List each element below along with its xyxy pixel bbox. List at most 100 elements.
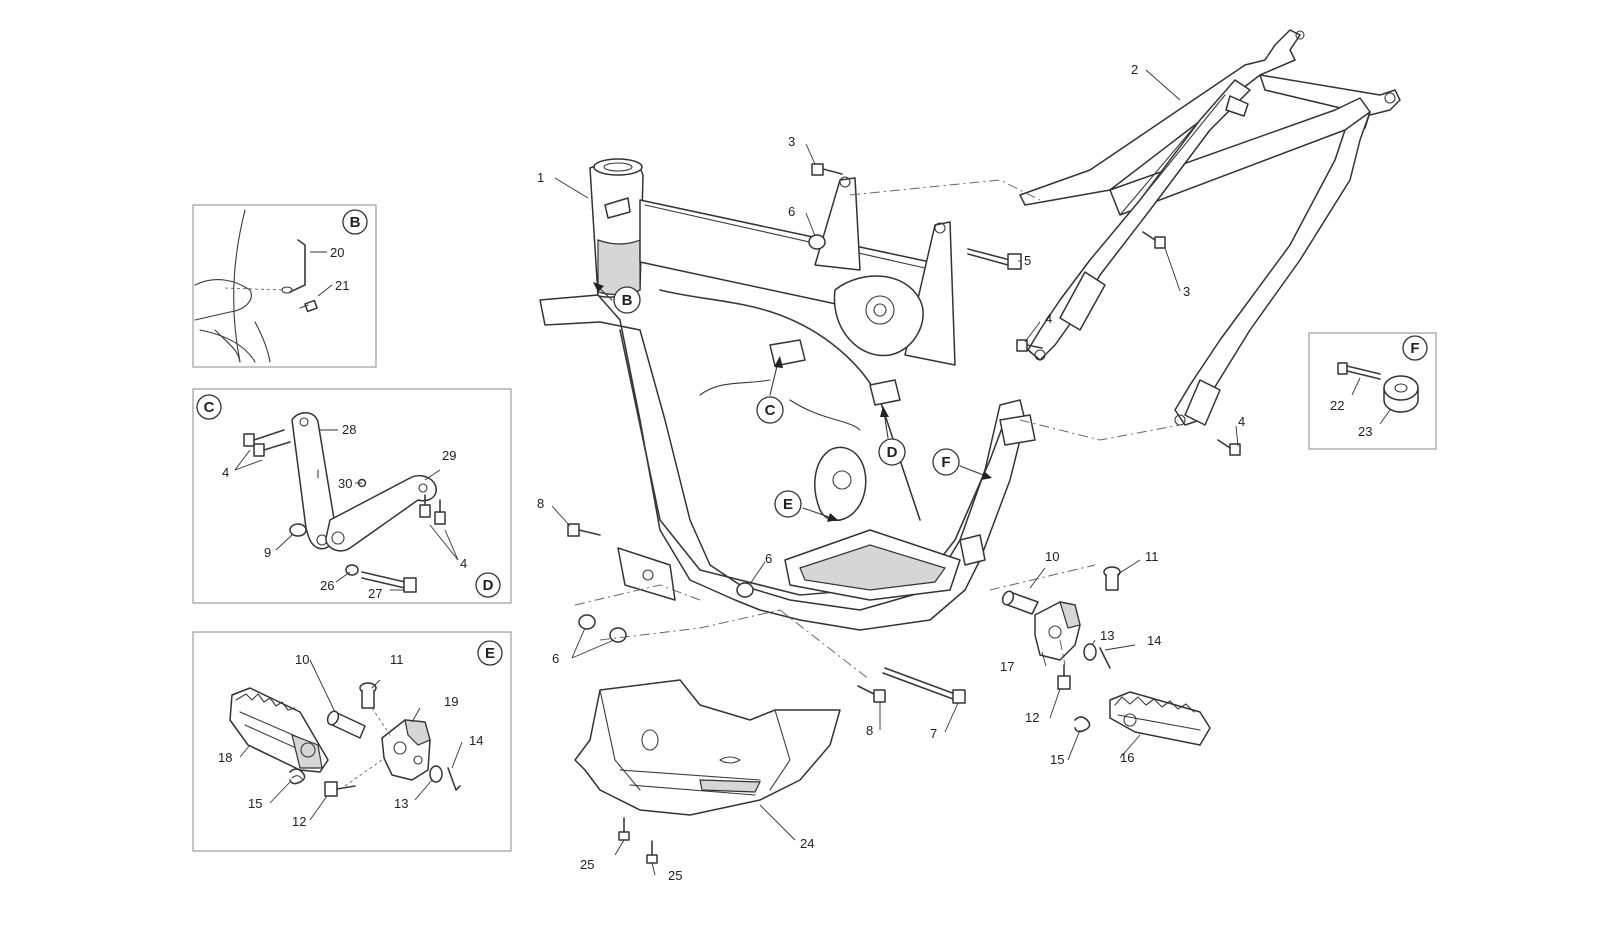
callout-11-e: 11 bbox=[390, 652, 404, 667]
bolt-11 bbox=[359, 682, 377, 709]
callout-12-e: 12 bbox=[292, 814, 306, 829]
bolt-27 bbox=[361, 571, 417, 593]
frame-ref-b: B bbox=[593, 282, 641, 314]
washer-13-right bbox=[1083, 643, 1097, 661]
callout-4-mid: 4 bbox=[1045, 311, 1052, 326]
box-b-ref-label: B bbox=[350, 214, 361, 231]
callout-2: 2 bbox=[1131, 62, 1138, 77]
bolt-3-subframe bbox=[1154, 236, 1166, 249]
bolt-4-subframe bbox=[1229, 443, 1241, 456]
callout-6-bottom: 6 bbox=[552, 651, 559, 666]
callout-17: 17 bbox=[1000, 659, 1014, 674]
callout-15-e: 15 bbox=[248, 796, 262, 811]
bolt-8-bottom bbox=[857, 685, 886, 703]
callout-15: 15 bbox=[1050, 752, 1064, 767]
frame-ref-d: D bbox=[878, 406, 906, 466]
callout-8-left: 8 bbox=[537, 496, 544, 511]
callout-12: 12 bbox=[1025, 710, 1039, 725]
frame-ref-e-label: E bbox=[783, 496, 793, 513]
main-callouts: 1 2 3 6 5 4 3 4 8 6 6 8 7 10 11 17 13 14… bbox=[537, 62, 1245, 883]
bolt-3-top bbox=[811, 163, 824, 176]
bolt-12 bbox=[324, 781, 356, 797]
callout-10: 10 bbox=[1045, 549, 1059, 564]
callout-8-bottom: 8 bbox=[866, 723, 873, 738]
roller-23 bbox=[1383, 375, 1419, 413]
washer-13 bbox=[429, 765, 443, 783]
detail-box-c: C D bbox=[192, 388, 512, 604]
callout-7: 7 bbox=[930, 726, 937, 741]
box-e-ref-label: E bbox=[485, 645, 495, 662]
cotter-pin-14 bbox=[447, 767, 461, 791]
detail-box-f: F 22 23 bbox=[1308, 332, 1437, 450]
frame-ref-f: F bbox=[932, 448, 992, 480]
main-leaders bbox=[551, 69, 1239, 876]
callout-23: 23 bbox=[1358, 424, 1372, 439]
footpeg-18 bbox=[229, 687, 329, 773]
detail-box-b: B 20 21 bbox=[192, 204, 377, 368]
callout-19: 19 bbox=[444, 694, 458, 709]
pin-10 bbox=[326, 710, 366, 739]
bolts-4-top bbox=[243, 429, 291, 457]
frame-ref-d-label: D bbox=[887, 444, 898, 461]
callout-29: 29 bbox=[442, 448, 456, 463]
box-d-ref-label: D bbox=[483, 577, 494, 594]
spring-15 bbox=[289, 768, 306, 785]
callout-26: 26 bbox=[320, 578, 334, 593]
washer-9 bbox=[289, 523, 307, 537]
callout-6-mid: 6 bbox=[765, 551, 772, 566]
callout-24: 24 bbox=[800, 836, 814, 851]
frame-ref-f-label: F bbox=[941, 454, 950, 471]
callout-25-a: 25 bbox=[580, 857, 594, 872]
callout-4-top: 4 bbox=[222, 465, 229, 480]
callout-20: 20 bbox=[330, 245, 344, 260]
main-frame-1 bbox=[539, 158, 1036, 631]
skid-plate-24 bbox=[574, 679, 841, 816]
callout-3-subframe: 3 bbox=[1183, 284, 1190, 299]
callout-21: 21 bbox=[335, 278, 349, 293]
callout-30: 30 bbox=[338, 476, 352, 491]
frame-ref-c: C bbox=[756, 356, 784, 424]
subframe-2 bbox=[1019, 29, 1401, 426]
bolt-11-right bbox=[1103, 566, 1121, 591]
bolts-4-lower bbox=[419, 494, 446, 525]
frame-ref-c-label: C bbox=[765, 402, 776, 419]
bolt-21-shape bbox=[299, 299, 318, 313]
footpeg-bracket-17 bbox=[1034, 601, 1081, 661]
box-c-ref-label: C bbox=[204, 399, 215, 416]
bolt-25-b bbox=[646, 840, 658, 864]
callout-11: 11 bbox=[1145, 549, 1159, 564]
callout-5: 5 bbox=[1024, 253, 1031, 268]
long-bolt-7 bbox=[882, 667, 966, 704]
nut-6-mid bbox=[736, 582, 754, 598]
detail-box-e: E bbox=[192, 631, 512, 852]
nut-6-top bbox=[808, 234, 826, 250]
nut-6-bottom-b bbox=[609, 627, 627, 643]
bolt-25-a bbox=[618, 817, 630, 841]
cotter-pin-14-right bbox=[1099, 647, 1111, 669]
pin-10-right bbox=[1001, 590, 1039, 615]
box-f-ref-label: F bbox=[1410, 340, 1419, 357]
callout-6-top: 6 bbox=[788, 204, 795, 219]
bolt-22 bbox=[1337, 362, 1381, 380]
callout-22: 22 bbox=[1330, 398, 1344, 413]
frame-ref-e: E bbox=[774, 490, 838, 522]
callout-18: 18 bbox=[218, 750, 232, 765]
loose-hardware bbox=[567, 163, 1241, 864]
spring-15-right bbox=[1074, 716, 1091, 733]
nut-6-bottom-a bbox=[578, 614, 596, 630]
bolt-8-left bbox=[567, 523, 601, 537]
callout-9: 9 bbox=[264, 545, 271, 560]
bolt-5 bbox=[967, 248, 1022, 270]
callout-10-e: 10 bbox=[295, 652, 309, 667]
frame-ref-b-label: B bbox=[622, 292, 633, 309]
wire-guide-20-shape bbox=[289, 239, 306, 293]
footpeg-16 bbox=[1109, 691, 1211, 746]
callout-16: 16 bbox=[1120, 750, 1134, 765]
callout-13-e: 13 bbox=[394, 796, 408, 811]
callout-14-e: 14 bbox=[469, 733, 483, 748]
callout-25-b: 25 bbox=[668, 868, 682, 883]
bolt-12-right bbox=[1057, 664, 1071, 690]
callout-27: 27 bbox=[368, 586, 382, 601]
callout-1: 1 bbox=[537, 170, 544, 185]
